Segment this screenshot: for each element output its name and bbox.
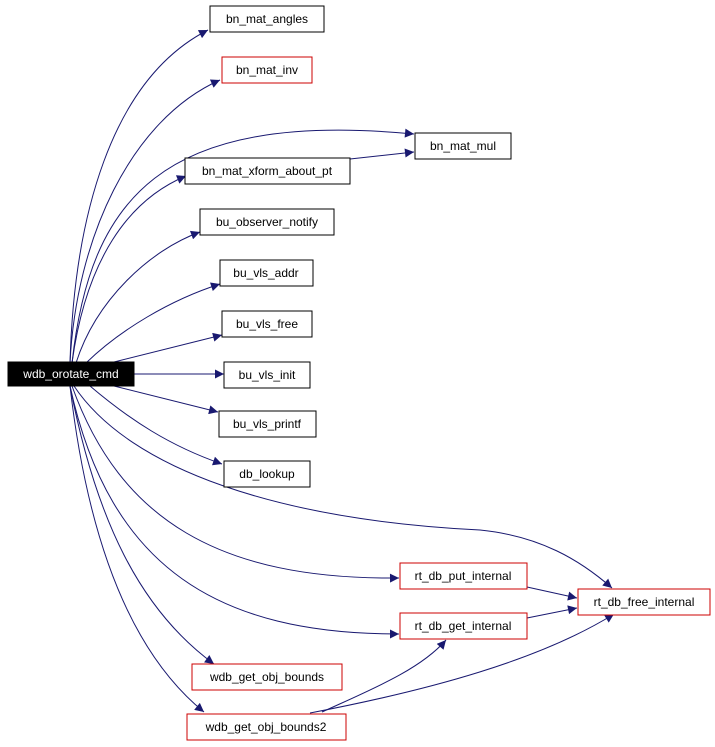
edge-put-to-freeint	[526, 586, 578, 601]
node-rt-db-free-internal[interactable]: rt_db_free_internal	[577, 588, 711, 616]
node-label: wdb_orotate_cmd	[22, 367, 118, 381]
node-label: rt_db_put_internal	[415, 569, 512, 583]
edge-root-to-freeint	[73, 385, 613, 589]
edge-root-to-vprintf	[109, 384, 219, 415]
node-wdb-orotate-cmd[interactable]: wdb_orotate_cmd	[7, 361, 135, 387]
node-label: bu_vls_addr	[233, 266, 298, 280]
edge-root-to-vfree	[109, 332, 223, 364]
node-label: wdb_get_obj_bounds2	[205, 720, 327, 734]
edge-root-to-vaddr	[85, 282, 221, 364]
node-label: rt_db_free_internal	[594, 595, 695, 609]
edge-root-to-inv	[69, 79, 221, 364]
edge-xform-to-mul	[349, 148, 415, 160]
node-bn-mat-angles[interactable]: bn_mat_angles	[209, 5, 325, 33]
node-bu-vls-printf[interactable]: bu_vls_printf	[218, 410, 317, 438]
node-label: bn_mat_inv	[236, 63, 298, 77]
node-bu-observer-notify[interactable]: bu_observer_notify	[199, 208, 335, 236]
node-rt-db-get-internal[interactable]: rt_db_get_internal	[399, 612, 528, 640]
node-db-lookup[interactable]: db_lookup	[223, 460, 311, 488]
node-label: bn_mat_mul	[430, 139, 496, 153]
node-bn-mat-xform-about-pt[interactable]: bn_mat_xform_about_pt	[184, 157, 351, 185]
node-label: bu_observer_notify	[216, 215, 318, 229]
node-bu-vls-init[interactable]: bu_vls_init	[223, 361, 311, 389]
node-label: db_lookup	[239, 467, 295, 481]
edge-root-to-xform	[71, 175, 187, 364]
edges	[69, 29, 615, 714]
edge-root-to-lookup	[89, 385, 223, 466]
node-bu-vls-free[interactable]: bu_vls_free	[221, 310, 313, 338]
node-label: bu_vls_printf	[233, 417, 302, 431]
edge-root-to-bounds	[69, 385, 215, 665]
node-wdb-get-obj-bounds[interactable]: wdb_get_obj_bounds	[191, 663, 343, 691]
node-label: bu_vls_init	[239, 368, 296, 382]
node-label: rt_db_get_internal	[415, 619, 512, 633]
edge-root-to-angles	[69, 29, 209, 364]
edge-root-to-bounds2	[69, 385, 205, 713]
node-bn-mat-mul[interactable]: bn_mat_mul	[414, 132, 512, 160]
edge-get-to-freeint	[526, 605, 578, 619]
edge-bounds2-to-freeint	[309, 613, 615, 714]
edge-bounds2-to-get	[321, 639, 447, 713]
edge-root-to-notify	[75, 230, 201, 364]
node-bn-mat-inv[interactable]: bn_mat_inv	[221, 56, 313, 84]
node-label: bu_vls_free	[236, 317, 298, 331]
edge-root-to-mul	[71, 128, 415, 364]
node-label: bn_mat_xform_about_pt	[202, 164, 333, 178]
node-rt-db-put-internal[interactable]: rt_db_put_internal	[399, 562, 528, 590]
node-bu-vls-addr[interactable]: bu_vls_addr	[219, 259, 314, 287]
node-wdb-get-obj-bounds2[interactable]: wdb_get_obj_bounds2	[186, 713, 347, 741]
node-label: wdb_get_obj_bounds	[209, 670, 324, 684]
edge-root-to-get	[69, 385, 400, 639]
edge-root-to-put	[71, 385, 400, 583]
node-label: bn_mat_angles	[226, 12, 308, 26]
